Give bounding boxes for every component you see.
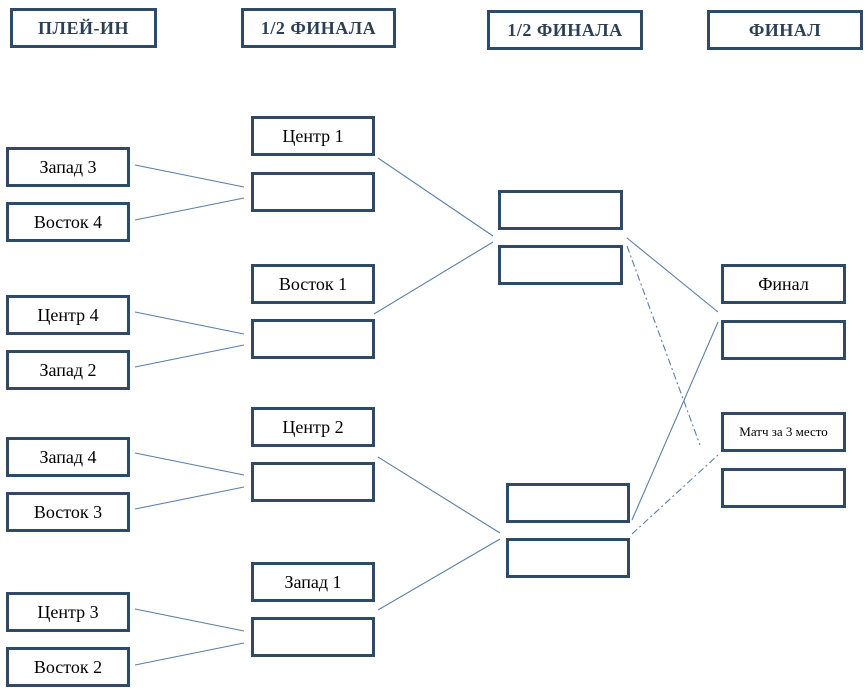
semifinal-slot-box [498,245,623,285]
header-semifinal-right: 1/2 ФИНАЛА [487,10,643,50]
play-in-team-box: Запад 2 [6,350,130,390]
semifinal-slot-box [506,538,630,578]
connector-line [134,486,245,510]
third-place-slot-box [721,468,846,508]
final-label-box: Финал [721,264,846,304]
header-semifinal-left: 1/2 ФИНАЛА [241,8,396,48]
connector-line [134,452,245,476]
play-in-team-box: Центр 3 [6,592,130,632]
connector-line [134,608,245,632]
connector-line [134,197,245,221]
play-in-team-box: Запад 3 [6,147,130,187]
empty-slot-box [251,319,375,359]
play-in-team-box: Восток 4 [6,202,130,242]
seeded-team-box: Восток 1 [251,264,375,304]
play-in-team-box: Запад 4 [6,437,130,477]
connector-line [377,456,501,534]
connector-line [134,642,245,666]
play-in-team-box: Центр 4 [6,295,130,335]
header-play-in: ПЛЕЙ-ИН [10,8,157,48]
semifinal-slot-box [498,190,623,230]
connector-line [373,241,494,315]
connector-line [631,321,719,521]
seeded-team-box: Запад 1 [251,562,375,602]
connector-line [134,311,245,335]
connector-line [377,157,494,237]
connector-line [134,344,245,368]
connector-line-dashed [626,245,701,446]
play-in-team-box: Восток 2 [6,647,130,687]
empty-slot-box [251,172,375,212]
empty-slot-box [251,617,375,657]
third-place-label-box: Матч за 3 место [721,412,846,452]
seeded-team-box: Центр 2 [251,407,375,447]
connector-line [626,237,719,313]
connector-line [134,164,245,188]
connector-line [377,538,501,611]
play-in-team-box: Восток 3 [6,492,130,532]
semifinal-slot-box [506,483,630,523]
connector-line-dashed [631,454,719,535]
final-slot-box [721,320,846,360]
seeded-team-box: Центр 1 [251,116,375,156]
header-final: ФИНАЛ [707,10,863,50]
empty-slot-box [251,462,375,502]
